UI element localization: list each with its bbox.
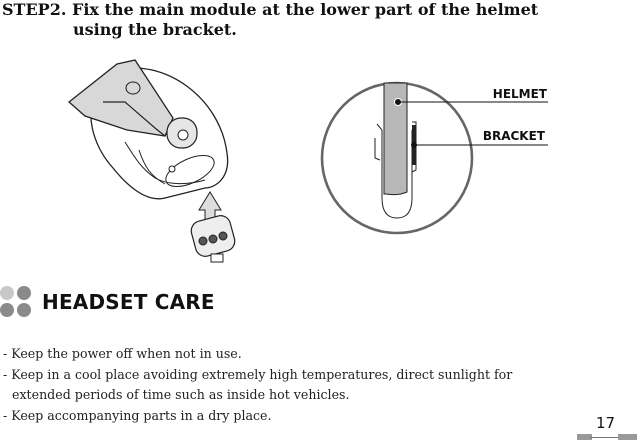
page-bar-left bbox=[577, 434, 592, 440]
list-item: - Keep the power off when not in use. bbox=[3, 346, 242, 361]
bracket-label: BRACKET bbox=[483, 129, 546, 143]
section-title: HEADSET CARE bbox=[42, 290, 215, 314]
helmet-illustration bbox=[67, 59, 236, 263]
section-header: HEADSET CARE bbox=[0, 282, 215, 322]
page-bar-right bbox=[618, 434, 637, 440]
step-instruction: STEP2. Fix the main module at the lower … bbox=[2, 0, 538, 40]
list-item: - Keep accompanying parts in a dry place… bbox=[3, 407, 272, 423]
helmet-label: HELMET bbox=[493, 87, 548, 101]
step-line-1: STEP2. Fix the main module at the lower … bbox=[2, 0, 539, 19]
bullet-dots-icon bbox=[0, 286, 32, 318]
list-item-continuation: extended periods of time such as inside … bbox=[12, 387, 350, 402]
step-line-2: using the bracket. bbox=[73, 20, 237, 39]
list-item: - Keep in a cool place avoiding extremel… bbox=[3, 366, 513, 382]
bracket-detail-illustration: HELMET BRACKET bbox=[320, 81, 548, 235]
care-list: - Keep the power off when not in use. - … bbox=[3, 344, 512, 426]
page-bar-line bbox=[590, 437, 620, 438]
page-number: 17 bbox=[596, 414, 616, 432]
